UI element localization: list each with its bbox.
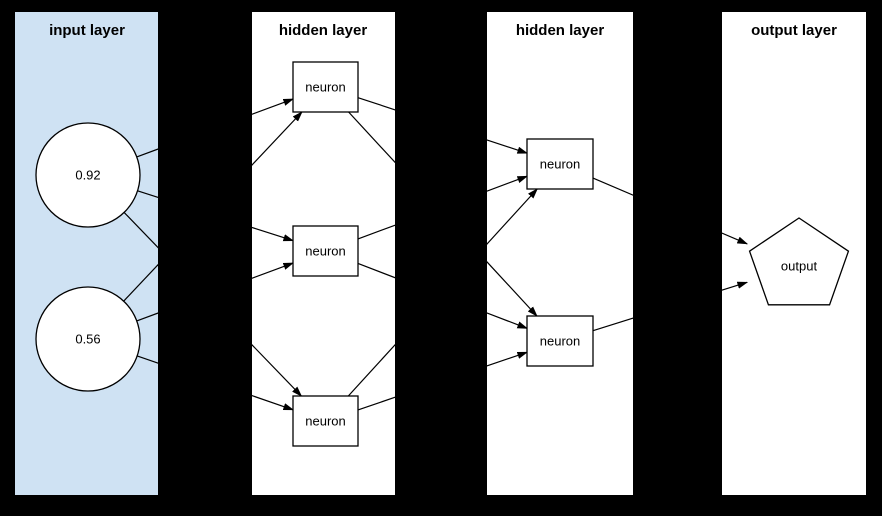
- node-shape-rect: [526, 315, 594, 367]
- node-shape-rect: [292, 61, 359, 113]
- node-shape-pentagon: [748, 217, 850, 306]
- edge-h1-1-h2-1-tail: [357, 97, 395, 111]
- node-label: neuron: [305, 413, 345, 428]
- node-label: output: [781, 258, 818, 273]
- node-hidden1-node-2[interactable]: neuron: [292, 225, 359, 277]
- edge-h1-1-h2-2-tail: [348, 111, 395, 164]
- node-input-node-1[interactable]: 0.92: [35, 122, 141, 228]
- node-label: neuron: [305, 79, 345, 94]
- node-hidden2-node-2[interactable]: neuron: [526, 315, 594, 367]
- edge-in1-h3-head: [252, 344, 303, 397]
- node-hidden1-node-1[interactable]: neuron: [292, 61, 359, 113]
- node-shape-circle: [35, 122, 141, 228]
- edge-h1-3-h2-1-tail: [347, 343, 395, 397]
- node-shape-rect: [292, 395, 359, 447]
- edge-in2-h3-head: [252, 394, 295, 411]
- edge-h2-2-out-tail: [592, 317, 633, 332]
- edge-in2-h1-tail: [123, 263, 158, 302]
- node-hidden2-node-1[interactable]: neuron: [526, 138, 594, 190]
- node-hidden1-node-3[interactable]: neuron: [292, 395, 359, 447]
- panel-input-layer: [15, 12, 158, 495]
- node-label: 0.92: [75, 167, 100, 182]
- node-input-node-2[interactable]: 0.56: [35, 286, 141, 392]
- layer-title-hidden-layer-2: hidden layer: [516, 22, 605, 39]
- edge-h1-2-h2-1-tail: [357, 224, 395, 240]
- layer-title-input-layer: input layer: [49, 22, 125, 39]
- edge-in2-h2-head: [252, 262, 295, 279]
- layer-titles: input layer hidden layer hidden layer outpu…: [49, 22, 837, 39]
- node-shape-rect: [526, 138, 594, 190]
- node-output-node-1[interactable]: output: [748, 217, 850, 306]
- edge-h1-3-h2-2-head: [487, 351, 529, 367]
- edge-h2-1-out-tail: [592, 177, 633, 196]
- edge-h1-2-h2-2-head: [487, 312, 529, 329]
- edge-in1-h2-head: [252, 226, 295, 242]
- node-label: neuron: [540, 333, 580, 348]
- edge-h1-2-h2-2-tail: [357, 262, 395, 279]
- edge-h1-1-h2-2-head: [487, 261, 538, 317]
- edge-h1-2-h2-1-head: [487, 175, 529, 192]
- layer-panels: [15, 12, 866, 495]
- node-label: neuron: [540, 156, 580, 171]
- node-label: 0.56: [75, 331, 100, 346]
- edge-h1-3-h2-2-tail: [357, 396, 395, 411]
- edge-in1-h1-head: [252, 98, 295, 115]
- connection-edges: [123, 97, 749, 411]
- layer-nodes: 0.92 0.56 neuron neuron neuron neuron neuron ou…: [35, 61, 850, 447]
- edge-in2-h1-head: [252, 111, 303, 166]
- edge-h1-3-h2-1-head: [487, 188, 538, 245]
- edge-in1-h3-tail: [123, 211, 158, 249]
- edge-h1-1-h2-1-head: [487, 139, 529, 154]
- panel-hidden-layer-2: [487, 12, 633, 495]
- layer-title-hidden-layer-1: hidden layer: [279, 22, 368, 39]
- node-shape-circle: [35, 286, 141, 392]
- layer-title-output-layer: output layer: [751, 22, 837, 39]
- node-label: neuron: [305, 243, 345, 258]
- node-shape-rect: [292, 225, 359, 277]
